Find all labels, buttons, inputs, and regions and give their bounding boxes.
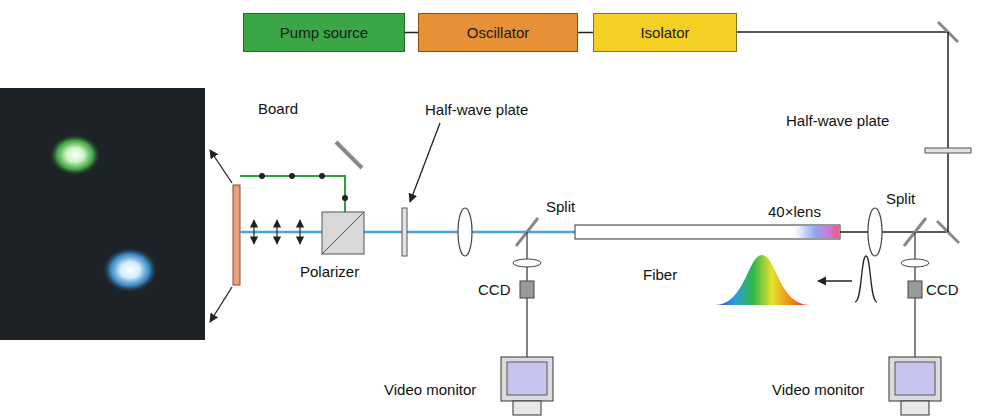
part-label: Fiber [643,266,677,284]
video-monitor [889,357,941,401]
part-label: Split [546,198,575,216]
waveplate [402,208,407,256]
box-label: Pump source [280,24,368,41]
process-box: Oscillator [418,13,578,52]
lens [868,208,882,256]
green-beam [240,176,345,213]
part-label: Half-wave plate [786,112,889,130]
part-label: Polarizer [300,263,359,281]
process-box: Isolator [593,13,737,52]
part-label: CCD [926,281,959,299]
ccd-camera [520,281,534,298]
part-label: Video monitor [772,381,864,399]
pointer-arrow [210,150,232,183]
pointer-arrow [410,123,440,202]
fiber [575,225,840,239]
part-label: Board [258,100,298,118]
lens [458,208,472,256]
spectrum [715,255,810,305]
process-box: Pump source [243,13,405,52]
video-monitor [501,357,553,401]
pulse [855,256,877,302]
box-label: Oscillator [467,24,530,41]
box-label: Isolator [640,24,689,41]
pointer-arrow [210,287,232,322]
spot-photo [0,88,205,340]
part-label: Video monitor [384,381,476,399]
connector-line [405,32,418,34]
polarizer-cube [322,212,364,254]
green-spot [49,134,101,176]
part-label: Half-wave plate [425,101,528,119]
part-label: CCD [478,281,511,299]
blue-spot [102,247,158,293]
mirror [336,142,362,168]
part-label: 40×lens [768,203,821,221]
connector-line [578,32,593,34]
ccd-camera [908,281,922,298]
part-label: Split [886,190,915,208]
board [233,185,240,285]
waveplate [925,148,971,153]
